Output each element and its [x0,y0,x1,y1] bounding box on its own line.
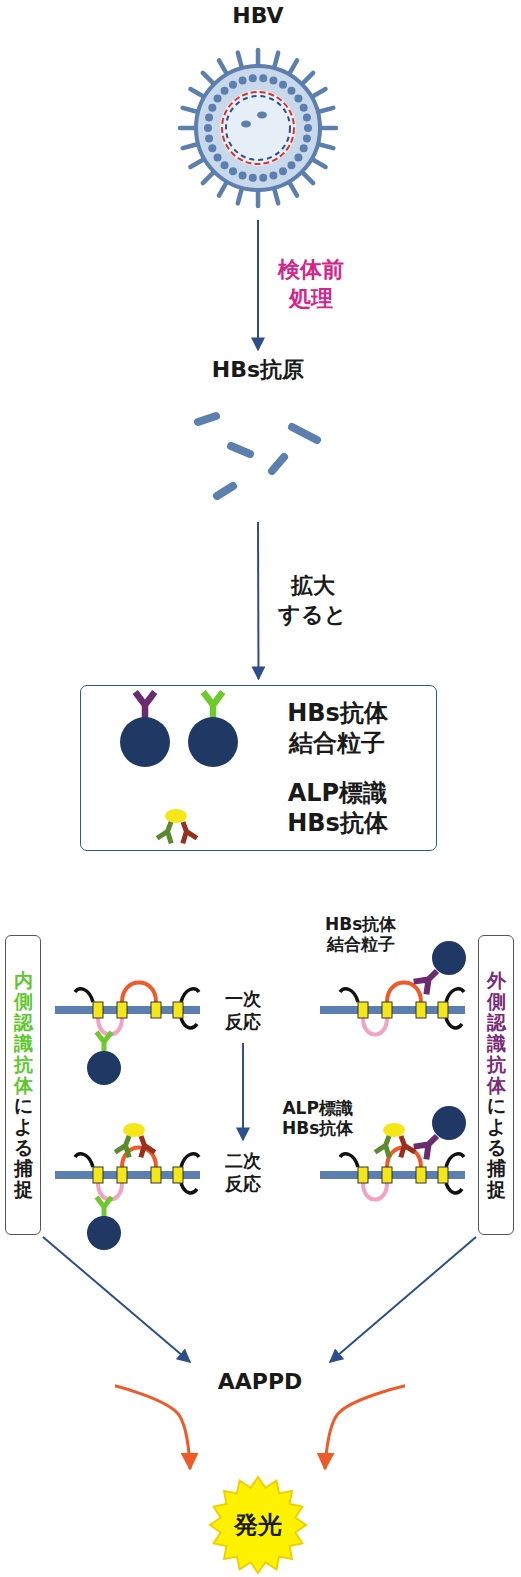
legend-box: HBs抗体 結合粒子 ALP標識 HBs抗体 [80,685,437,851]
node-text: 一次 反応 [225,988,261,1033]
alp-enzyme [165,809,187,823]
membrane-antigen [320,983,465,1035]
arrow-connector [115,1386,190,1469]
particle [188,717,238,767]
alp-enzyme [383,1123,405,1137]
arrow-connector [43,1237,190,1362]
hbs-antigen-fragment [292,427,317,440]
part-label: ALP標識 HBs抗体 [282,1098,353,1139]
edge-label: 拡大 すると [278,572,347,629]
node-text: 発光 [234,1510,282,1540]
hbs-antigen-fragment [198,416,216,422]
node-text: HBs抗体 結合粒子 [287,698,388,758]
membrane-antigen [55,983,200,1035]
antibody-icon [134,1133,155,1157]
antibody-icon [157,819,178,843]
capture-bracket: 外側認識抗体による捕捉 [478,935,514,1235]
arrow-connector [242,1043,244,1140]
antigen-label: HBs抗原 [178,356,338,516]
node-text: 二次 反応 [225,1150,261,1195]
vertical-caption: による捕捉 [14,1095,33,1199]
arrow-connector [330,1237,476,1362]
antibody-icon [394,1133,415,1157]
antibody-icon [176,819,197,843]
node-text: HBs抗原 [212,356,304,384]
particle [87,1216,121,1250]
arrow-connector [325,1386,405,1469]
vertical-caption: 外側認識抗体 [487,970,506,1095]
hbs-antigen-fragment [231,446,250,454]
node-text: AAPPD [218,1368,303,1396]
node-text: HBV [232,2,283,30]
edge-label: 検体前 処理 [278,256,344,313]
particle [120,717,170,767]
antibody-icon [375,1133,396,1157]
arrow-connector [257,220,259,350]
vertical-caption: 内側認識抗体 [14,970,33,1095]
hbs-antigen-fragment [272,457,284,471]
antibody-icon [203,692,223,718]
substrate-label: AAPPD [110,1368,410,1404]
node-text: ALP標識 HBs抗体 [287,778,388,838]
step-label: 一次 反応 [203,988,283,1033]
capture-bracket: 内側認識抗体による捕捉 [5,935,41,1235]
step-label: 二次 反応 [203,1150,283,1195]
antibody-icon [97,1032,112,1052]
particle [432,1106,466,1140]
emission-burst: 発光 [208,1475,308,1575]
hbs-antigen-fragment [217,486,233,496]
hbv-virus [180,50,336,206]
virus-label: HBV [178,2,338,214]
antibody-icon [115,1133,136,1157]
vertical-caption: による捕捉 [487,1095,506,1199]
antibody-icon [135,692,155,718]
arrow-connector [257,522,260,679]
alp-enzyme [123,1123,145,1137]
membrane-antigen [320,1148,465,1200]
antibody-icon [97,1197,112,1217]
particle [432,941,466,975]
particle [87,1051,121,1085]
part-label: HBs抗体 結合粒子 [325,914,396,955]
